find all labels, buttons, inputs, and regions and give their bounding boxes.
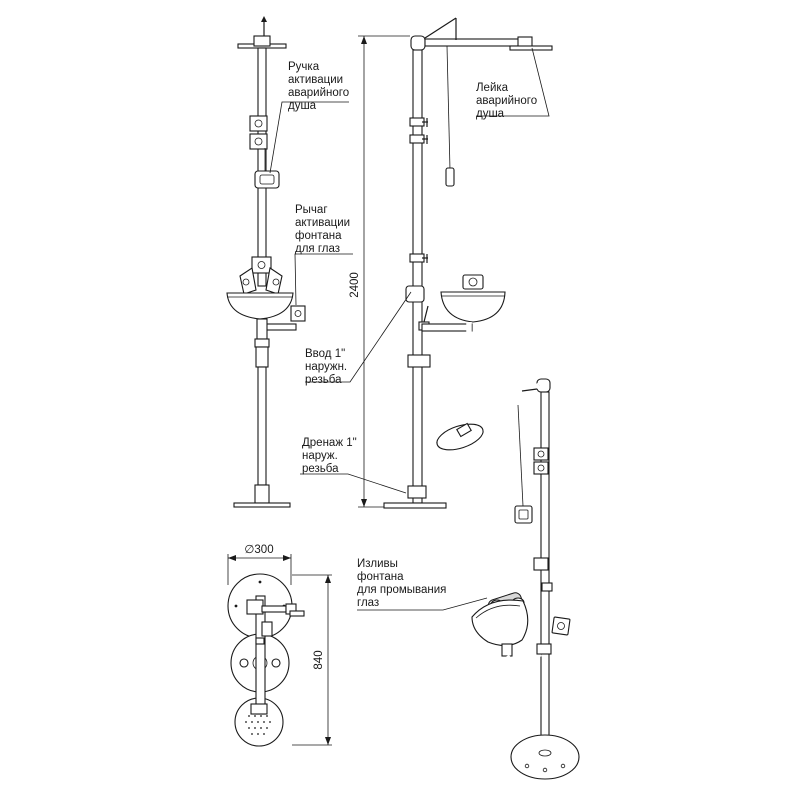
label-shower-head: Лейка аварийного душа <box>476 82 537 120</box>
label-shower-handle: Ручка активации аварийного душа <box>288 61 349 112</box>
plan-view: ∅300 840 <box>227 544 332 747</box>
diameter-value: ∅300 <box>244 544 273 556</box>
height-dimension: 2400 <box>349 35 410 508</box>
label-inlet: Ввод 1" наружн. резьба <box>305 348 347 386</box>
side-view <box>383 17 553 509</box>
svg-text:для промывания: для промывания <box>357 584 446 596</box>
svg-text:аварийного: аварийного <box>476 95 537 107</box>
svg-text:Рычаг: Рычаг <box>295 204 328 216</box>
svg-text:душа: душа <box>476 108 505 120</box>
front-view <box>226 16 306 508</box>
svg-text:фонтана: фонтана <box>295 230 342 242</box>
svg-text:аварийного: аварийного <box>288 87 349 99</box>
height-value: 2400 <box>349 272 361 298</box>
leader-lines <box>269 47 550 611</box>
svg-text:глаз: глаз <box>357 597 379 609</box>
svg-text:активации: активации <box>288 74 343 86</box>
svg-text:Изливы: Изливы <box>357 558 398 570</box>
svg-text:фонтана: фонтана <box>357 571 404 583</box>
svg-text:наружн.: наружн. <box>305 361 347 373</box>
svg-text:резьба: резьба <box>302 463 339 475</box>
svg-text:душа: душа <box>288 100 317 112</box>
svg-text:активации: активации <box>295 217 350 229</box>
depth-value: 840 <box>313 650 325 669</box>
label-eyewash-nozzles: Изливы фонтана для промывания глаз <box>357 558 446 609</box>
label-drain: Дренаж 1" наруж. резьба <box>302 437 357 475</box>
svg-text:Ввод 1": Ввод 1" <box>305 348 345 360</box>
svg-text:Лейка: Лейка <box>476 82 509 94</box>
svg-text:для глаз: для глаз <box>295 243 340 255</box>
svg-text:резьба: резьба <box>305 374 342 386</box>
svg-text:Ручка: Ручка <box>288 61 320 73</box>
label-eyewash-lever: Рычаг активации фонтана для глаз <box>295 204 350 255</box>
svg-text:Дренаж 1": Дренаж 1" <box>302 437 357 449</box>
svg-text:наруж.: наруж. <box>302 450 338 462</box>
isometric-view <box>436 378 580 780</box>
